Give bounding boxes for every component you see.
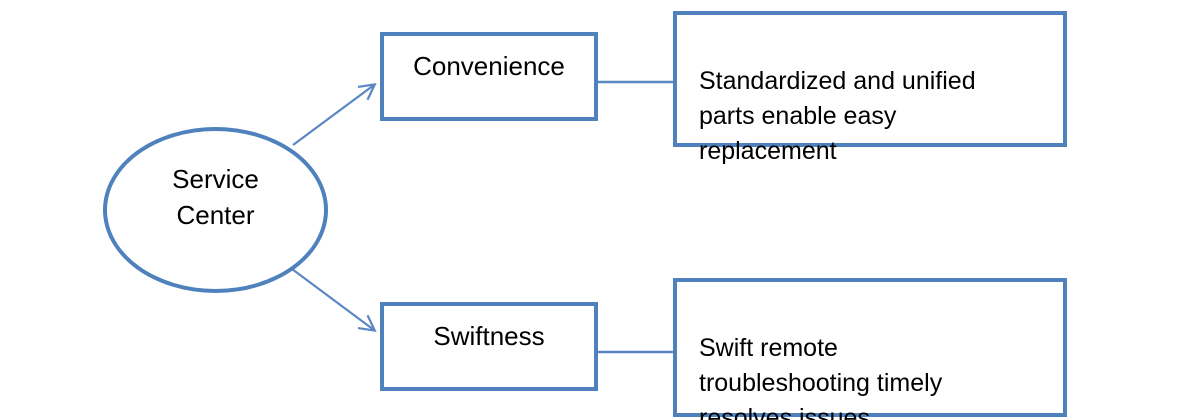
branch-node-convenience: Convenience: [380, 32, 598, 121]
description-box-swiftness: Swift remote troubleshooting timely reso…: [673, 278, 1067, 420]
branch-node-label: Swiftness: [433, 321, 545, 351]
description-text: Swift remote troubleshooting timely reso…: [699, 334, 943, 420]
branch-node-swiftness: Swiftness: [380, 302, 598, 391]
description-box-convenience: Standardized and unified parts enable ea…: [673, 11, 1067, 165]
arrow-root-to-swiftness: [291, 268, 377, 332]
root-node-label: Service Center: [172, 164, 259, 230]
arrow-root-to-convenience: [292, 83, 377, 146]
root-node-service-center: Service Center: [103, 127, 328, 293]
description-text: Standardized and unified parts enable ea…: [699, 67, 976, 165]
branch-node-label: Convenience: [413, 51, 565, 81]
